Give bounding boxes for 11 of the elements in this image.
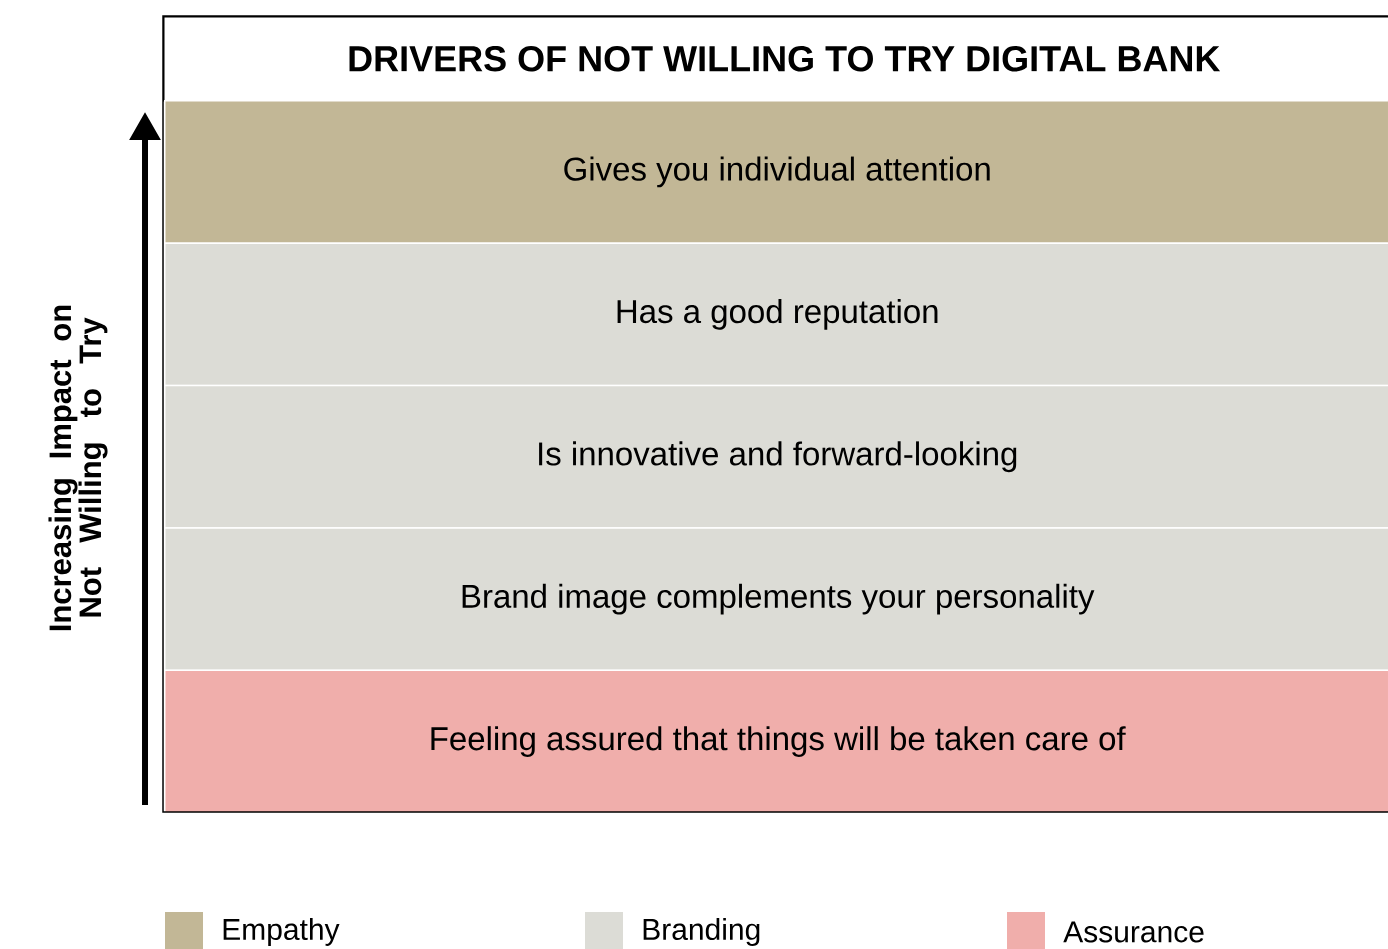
node-label: Has a good reputation — [617, 298, 938, 330]
legend-label: Empathy — [223, 918, 340, 946]
row-band: Has a good reputation — [164, 242, 1388, 387]
legend-label: Assurance — [1063, 921, 1204, 943]
row-band: Gives you individual attention — [164, 100, 1388, 244]
legend-label: Branding — [643, 918, 760, 946]
row-band: Feeling assured that things will be taken care of — [164, 669, 1388, 814]
node-label: Is innovative and forward-looking — [539, 441, 1017, 473]
axis-label: Increasing Impact on Not Willing to Try — [48, 305, 108, 631]
row-band: Is innovative and forward-looking — [164, 384, 1388, 529]
row-band: Brand image complements your personality — [164, 527, 1388, 672]
